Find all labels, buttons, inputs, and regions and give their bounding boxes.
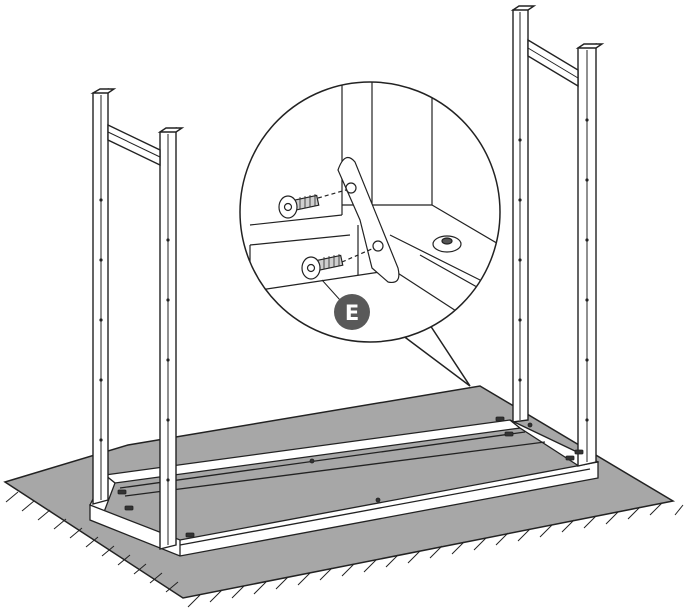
floor-hatching: [5, 491, 684, 608]
right-frame: [510, 5, 605, 467]
bracket-hole-icon: [372, 240, 384, 252]
screw-icon: [504, 431, 514, 437]
frame-screws: [117, 416, 584, 538]
hole-icon: [309, 458, 315, 464]
screw-icon: [124, 505, 134, 511]
screw-icon: [185, 532, 195, 538]
label-leader: [321, 279, 341, 301]
corner-bracket: [337, 156, 400, 284]
part-label-e: E: [345, 301, 359, 325]
hole-icon: [527, 422, 533, 428]
hole-icon: [375, 497, 381, 503]
detail-bolt-upper: [278, 194, 320, 219]
left-frame: [90, 88, 185, 550]
screw-icon: [565, 455, 575, 461]
screw-icon: [495, 416, 505, 422]
detail-bolt-lower: [301, 254, 344, 280]
detail-callout: E: [239, 81, 501, 343]
screw-icon: [574, 449, 584, 455]
label-badge-circle: [334, 294, 370, 330]
screw-icon: [117, 489, 127, 495]
bracket-hole-icon: [345, 182, 357, 194]
part-label-badge: E: [334, 294, 370, 330]
